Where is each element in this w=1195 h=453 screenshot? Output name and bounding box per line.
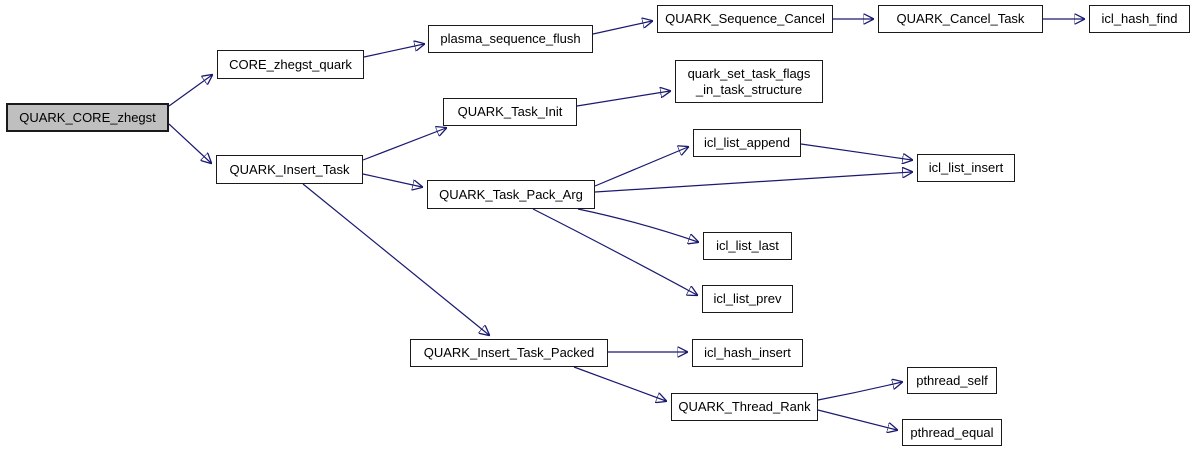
edge-quark-insert-task-packed-to-quark-thread-rank <box>573 366 666 401</box>
node-icl-list-last[interactable]: icl_list_last <box>703 232 792 260</box>
node-icl-hash-find[interactable]: icl_hash_find <box>1089 5 1190 33</box>
edge-quark-insert-task-to-quark-task-init <box>362 128 446 161</box>
edge-quark-task-pack-arg-to-icl-list-prev <box>532 208 697 295</box>
node-quark-set-task-flags-in-task-structure[interactable]: quark_set_task_flags _in_task_structure <box>675 60 823 103</box>
edge-quark-task-pack-arg-to-icl-list-append <box>594 147 688 187</box>
edge-plasma-sequence-flush-to-quark-sequence-cancel <box>592 21 652 35</box>
node-quark-thread-rank[interactable]: QUARK_Thread_Rank <box>671 393 818 421</box>
node-quark-cancel-task[interactable]: QUARK_Cancel_Task <box>878 5 1043 33</box>
node-icl-list-insert[interactable]: icl_list_insert <box>917 154 1015 182</box>
edge-core-zhegst-quark-to-plasma-sequence-flush <box>363 44 424 58</box>
edge-quark-task-pack-arg-to-icl-list-last <box>577 208 698 242</box>
edge-icl-list-append-to-icl-list-insert <box>800 143 912 160</box>
node-icl-hash-insert[interactable]: icl_hash_insert <box>692 339 803 367</box>
node-quark-core-zhegst[interactable]: QUARK_CORE_zhegst <box>6 103 169 132</box>
node-icl-list-append[interactable]: icl_list_append <box>693 129 801 157</box>
node-quark-task-pack-arg[interactable]: QUARK_Task_Pack_Arg <box>427 180 595 209</box>
node-pthread-equal[interactable]: pthread_equal <box>902 419 1002 446</box>
edge-quark-core-zhegst-to-core-zhegst-quark <box>168 75 212 107</box>
node-quark-insert-task-packed[interactable]: QUARK_Insert_Task_Packed <box>410 339 608 367</box>
edge-quark-thread-rank-to-pthread-self <box>817 382 902 401</box>
edge-quark-insert-task-to-quark-task-pack-arg <box>362 173 422 187</box>
node-icl-list-prev[interactable]: icl_list_prev <box>702 285 793 313</box>
node-quark-task-init[interactable]: QUARK_Task_Init <box>443 98 577 126</box>
edge-quark-core-zhegst-to-quark-insert-task <box>168 123 211 163</box>
edge-quark-thread-rank-to-pthread-equal <box>817 409 897 430</box>
edge-quark-insert-task-to-quark-insert-task-packed <box>302 183 489 335</box>
node-core-zhegst-quark[interactable]: CORE_zhegst_quark <box>217 50 364 79</box>
node-quark-insert-task[interactable]: QUARK_Insert_Task <box>216 155 363 184</box>
edge-quark-task-pack-arg-to-icl-list-insert <box>594 172 912 193</box>
edge-quark-task-init-to-quark-set-task-flags <box>576 91 670 107</box>
node-pthread-self[interactable]: pthread_self <box>907 367 997 394</box>
node-quark-sequence-cancel[interactable]: QUARK_Sequence_Cancel <box>657 5 833 33</box>
node-plasma-sequence-flush[interactable]: plasma_sequence_flush <box>428 25 593 53</box>
